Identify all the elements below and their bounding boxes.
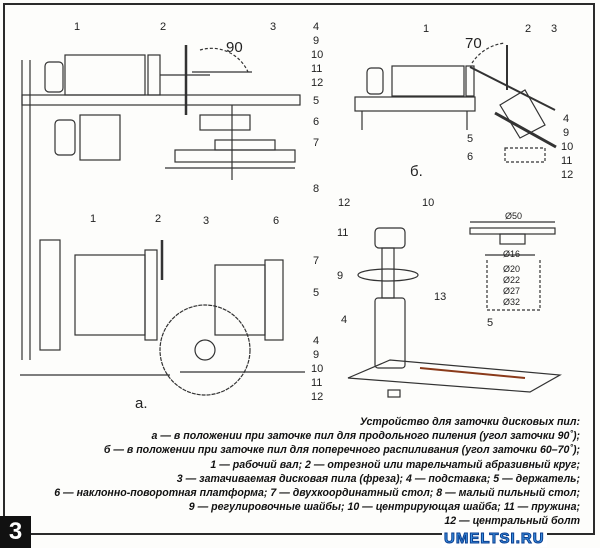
motor (79, 114, 121, 161)
callout-label: 11 (561, 155, 573, 167)
callout-label: 13 (434, 291, 447, 303)
dimension-label: Ø20 (503, 264, 521, 274)
caption-line: 6 — наклонно-поворотная платформа; 7 — д… (54, 487, 580, 500)
callout-label: 11 (337, 227, 349, 239)
callout-label: 4 (341, 314, 348, 326)
caption-title: Устройство для заточки дисковых пил: (359, 416, 580, 428)
callout-label: 4 (313, 21, 320, 33)
callout-label: 7 (313, 255, 320, 267)
callout-label: 9 (337, 270, 344, 282)
figure-number: 3 (0, 516, 31, 548)
callout-label: 12 (561, 169, 574, 181)
callout-label: 3 (203, 215, 210, 227)
callout-label: 6 (313, 116, 320, 128)
view-a-title: а. (135, 395, 148, 412)
watermark: UMELTSI.RU (442, 530, 547, 548)
dimension-label: Ø32 (503, 297, 521, 307)
callout-label: 1 (74, 21, 81, 33)
callout-label: 10 (311, 49, 324, 61)
figure-frame (3, 3, 595, 535)
callout-label: 6 (273, 215, 280, 227)
callout-label: 6 (467, 151, 474, 163)
dimension-label: Ø27 (503, 286, 521, 296)
callout-label: 5 (313, 95, 320, 107)
callout-label: 2 (155, 213, 162, 225)
callout-label: 7 (313, 137, 320, 149)
callout-label: 4 (313, 335, 320, 347)
angle-label: 90 (226, 39, 243, 56)
saw-blade (159, 304, 251, 396)
shaft-housing (64, 54, 146, 96)
angle-label: 70 (465, 35, 482, 52)
caption-line: 12 — центральный болт (444, 515, 580, 528)
callout-label: 12 (311, 77, 324, 89)
view-a-top-drawing (21, 45, 301, 360)
callout-label: 9 (563, 127, 570, 139)
figure-caption: Устройство для заточки дисковых пил: а —… (54, 415, 580, 529)
callout-label: 1 (90, 213, 97, 225)
callout-label: 5 (313, 287, 320, 299)
callout-label: 4 (563, 113, 570, 125)
caption-line: 3 — затачиваемая дисковая пила (фреза); … (176, 472, 580, 485)
callout-label: 10 (561, 141, 574, 153)
dimension-label: Ø16 (503, 249, 521, 259)
callout-label: 2 (160, 21, 167, 33)
callout-label: 10 (422, 197, 435, 209)
callout-label: 5 (467, 133, 474, 145)
callout-label: 10 (311, 363, 324, 375)
callout-label: 3 (270, 21, 277, 33)
callout-label: 11 (311, 377, 323, 389)
view-b-title: б. (410, 163, 423, 180)
callout-label: 3 (551, 23, 558, 35)
caption-line: а — в положении при заточке пил для прод… (151, 430, 580, 443)
centering-washer (357, 268, 419, 282)
callout-label: 12 (338, 197, 351, 209)
callout-label: 2 (525, 23, 532, 35)
callout-label: 1 (423, 23, 430, 35)
callout-label: 8 (313, 183, 320, 195)
callout-label: 12 (311, 391, 324, 403)
view-b-drawing (354, 42, 557, 163)
view-a-bottom-drawing (20, 239, 305, 396)
caption-line: б — в положении при заточке пил для попе… (103, 444, 580, 457)
caption-line: 1 — рабочий вал; 2 — отрезной или тарель… (210, 458, 580, 471)
caption-line: 9 — регулировочные шайбы; 10 — центрирую… (188, 501, 580, 514)
callout-label: 5 (487, 317, 494, 329)
callout-label: 9 (313, 349, 320, 361)
callout-label: 11 (311, 63, 323, 75)
dimension-label: Ø22 (503, 275, 521, 285)
holder-drawing (347, 221, 562, 398)
dimension-label: Ø50 (505, 211, 523, 221)
callout-label: 9 (313, 35, 320, 47)
